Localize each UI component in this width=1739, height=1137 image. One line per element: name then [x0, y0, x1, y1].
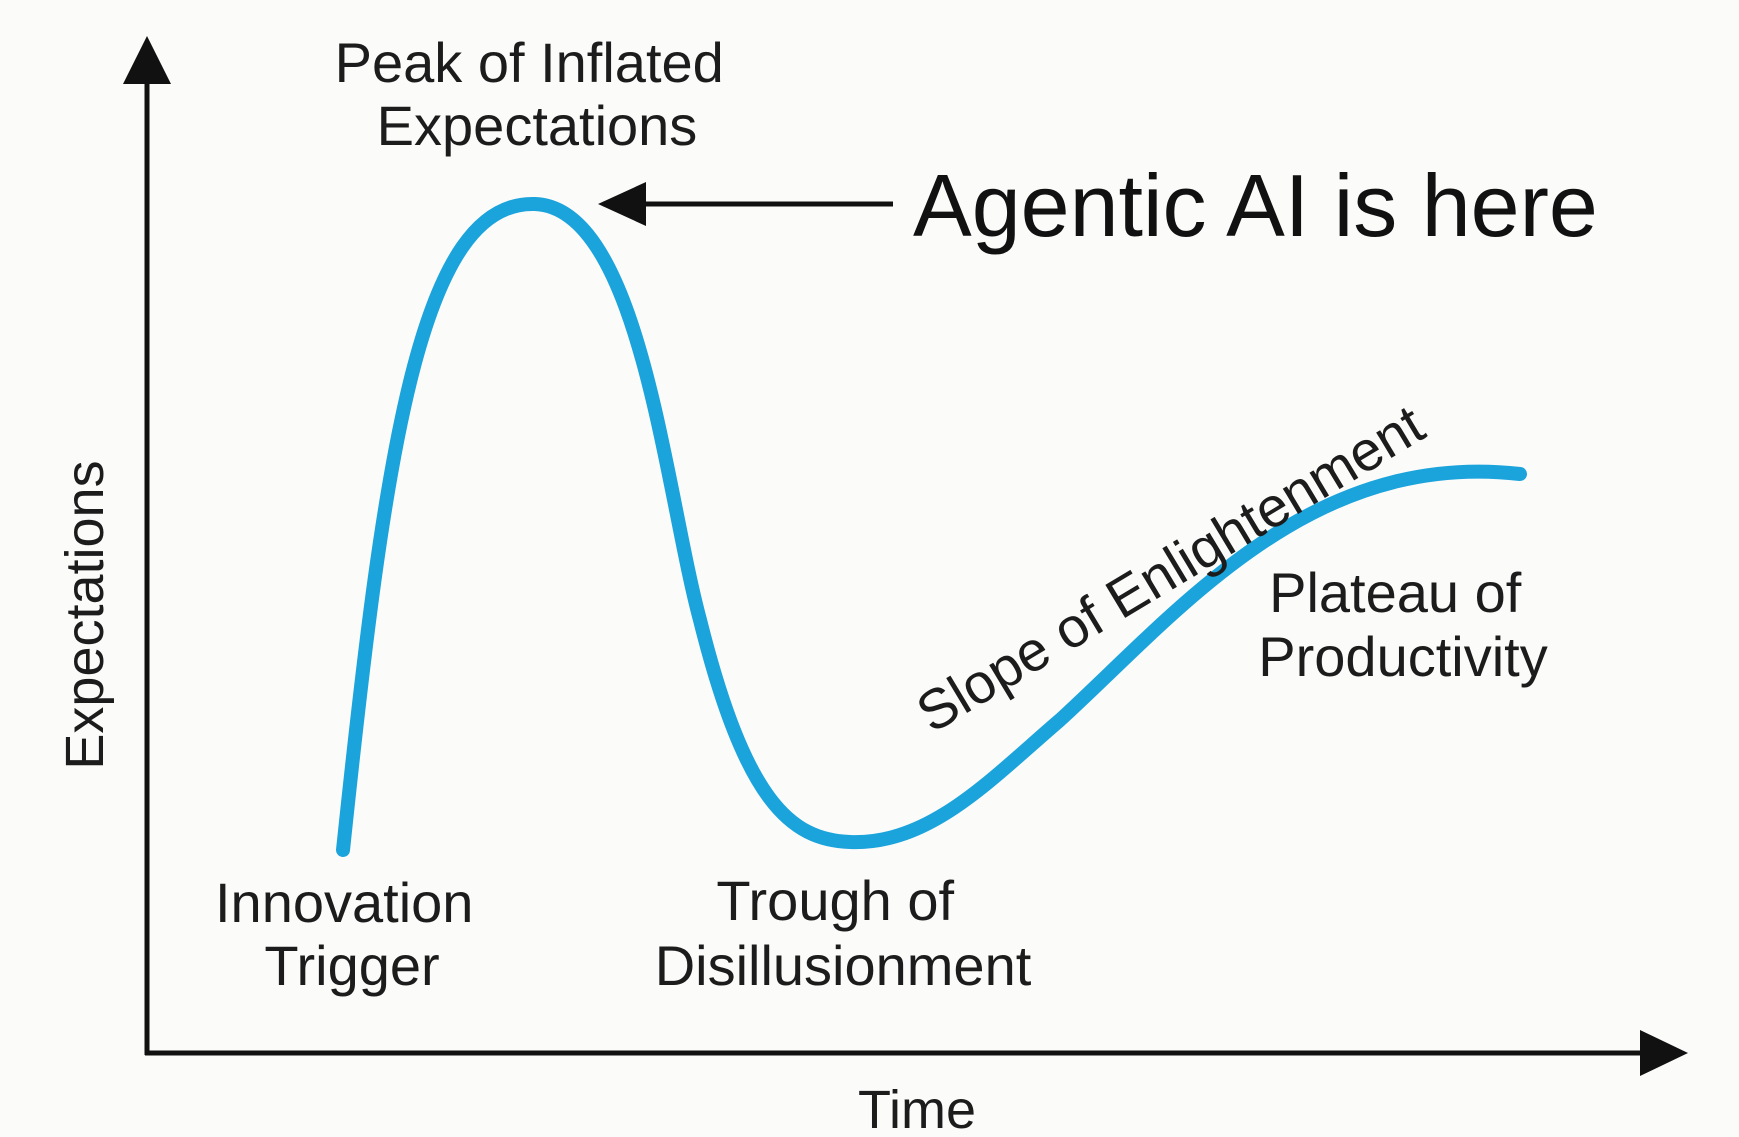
- peak-label-line-2: Expectations: [377, 94, 698, 157]
- trough-label-line-1: Trough of: [716, 869, 954, 932]
- trough-label-line-2: Disillusionment: [655, 934, 1032, 997]
- innovation-trigger-label: Innovation Trigger: [215, 871, 489, 997]
- callout-arrowhead: [598, 182, 646, 226]
- x-axis-arrowhead: [1640, 1030, 1688, 1076]
- plateau-label: Plateau of Productivity: [1258, 561, 1547, 688]
- trough-label: Trough of Disillusionment: [655, 869, 1032, 997]
- innovation-trigger-line-1: Innovation: [215, 871, 473, 934]
- x-axis-label: Time: [858, 1080, 976, 1137]
- peak-label: Peak of Inflated Expectations: [335, 31, 740, 157]
- y-axis-arrowhead: [123, 36, 171, 84]
- callout-text: Agentic AI is here: [913, 156, 1598, 255]
- peak-label-line-1: Peak of Inflated: [335, 31, 724, 94]
- plateau-label-line-1: Plateau of: [1269, 561, 1522, 624]
- hype-cycle-curve: [336, 196, 1527, 857]
- innovation-trigger-line-2: Trigger: [264, 934, 439, 997]
- plateau-label-line-2: Productivity: [1258, 625, 1547, 688]
- y-axis-label: Expectations: [55, 460, 115, 769]
